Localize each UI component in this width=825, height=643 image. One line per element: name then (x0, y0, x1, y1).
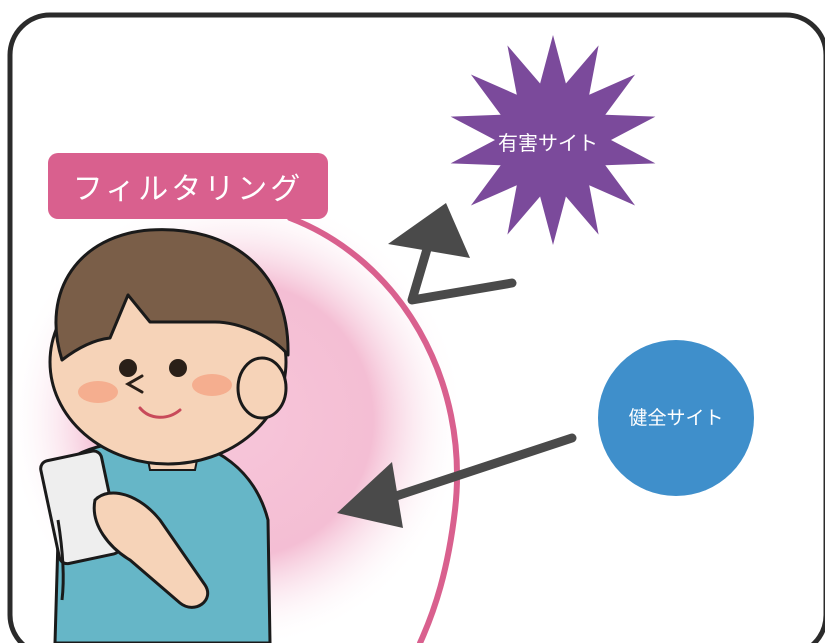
arrow-icon (337, 433, 577, 528)
child-hair (54, 228, 290, 362)
child-illustration (39, 228, 290, 643)
filter-barrier-arc (287, 215, 460, 643)
harmful-site-node: 有害サイト (450, 35, 656, 245)
filter-label: フィルタリング (73, 172, 303, 207)
filter-label-tab: フィルタリング (48, 153, 328, 219)
starburst-icon (450, 35, 656, 245)
safe-site-node: 健全サイト (598, 340, 754, 496)
deflected-arrow-icon (388, 203, 517, 305)
safe-site-label: 健全サイト (628, 407, 723, 429)
circle-icon (598, 340, 754, 496)
harmful-site-label: 有害サイト (498, 131, 598, 155)
